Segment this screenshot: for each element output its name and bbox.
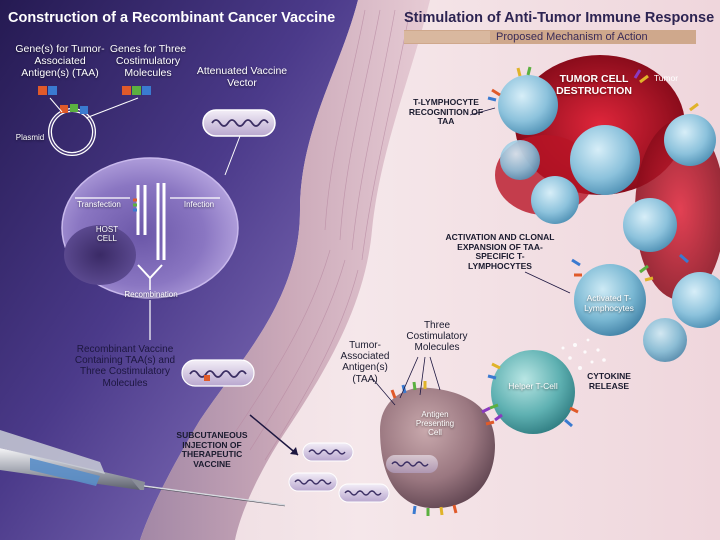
plasmid-icon [48,104,96,156]
label-activation: ACTIVATION AND CLONAL EXPANSION OF TAA-S… [445,232,555,271]
label-activated: Activated T-Lymphocytes [584,293,634,313]
label-subcutaneous: SUBCUTANEOUS INJECTION OF THERAPEUTIC VA… [176,430,248,469]
label-genes-three: Genes for Three Costimulatory Molecules [109,43,187,79]
label-plasmid: Plasmid [15,133,45,142]
label-genes-taa: Gene(s) for Tumor-Associated Antigen(s) … [15,43,105,79]
right-title: Stimulation of Anti-Tumor Immune Respons… [404,10,715,26]
label-host-cell: HOST CELL [95,225,119,243]
label-t-lymph-recognition: T-LYMPHOCYTE RECOGNITION OF TAA [408,97,484,127]
label-tumor-destruction: TUMOR CELL DESTRUCTION [556,73,632,97]
mechanism-badge: Proposed Mechanism of Action [404,30,696,44]
label-transfection: Transfection [77,200,121,209]
label-recombinant-vaccine: Recombinant Vaccine Containing TAA(s) an… [74,344,176,389]
vaccine-vector-icon [202,109,276,176]
label-tumor: Tumor [653,73,679,83]
label-helper: Helper T-Cell [508,381,558,391]
label-tumor-assoc: Tumor-Associated Antigen(s) (TAA) [340,340,390,385]
syringe-icon [0,430,286,507]
label-attenuated: Attenuated Vaccine Vector [196,65,288,89]
label-apc: Antigen Presenting Cell [415,410,455,437]
left-title: Construction of a Recombinant Cancer Vac… [8,10,336,26]
mechanism-badge-text: Proposed Mechanism of Action [496,31,648,43]
label-three-costim: Three Costimulatory Molecules [406,320,468,354]
label-recombination: Recombination [124,290,178,299]
label-infection: Infection [183,200,215,209]
label-cytokine: CYTOKINE RELEASE [587,371,631,391]
tumor-mass [495,55,720,300]
